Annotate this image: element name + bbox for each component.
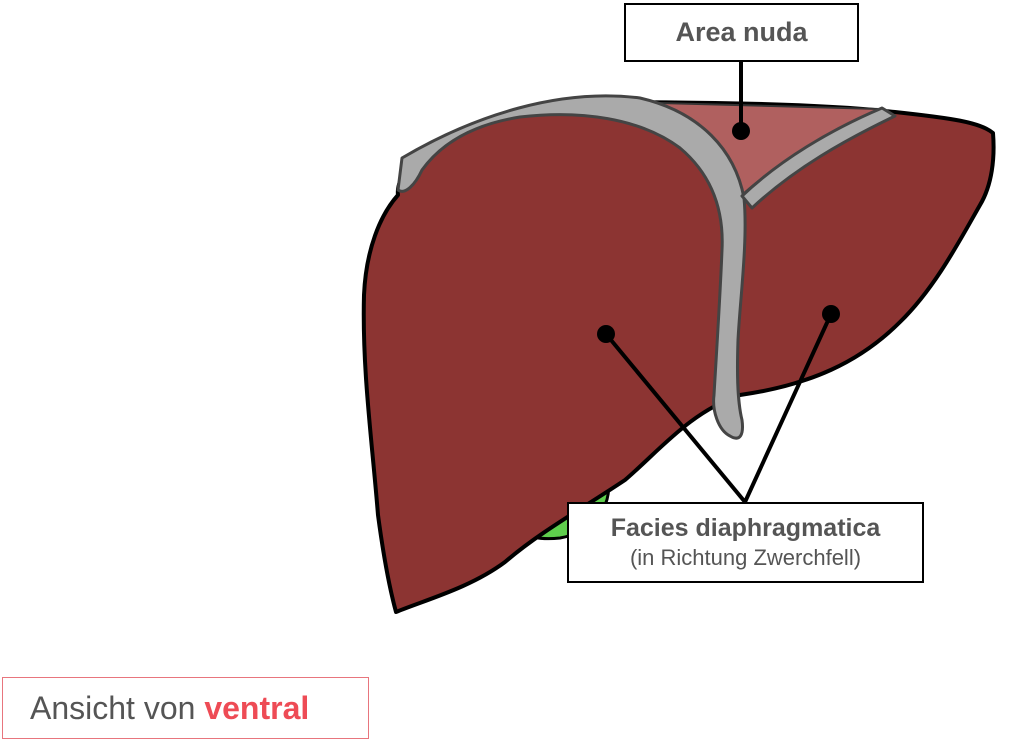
facies-pointer-dot-left [597,325,615,343]
facies-subtitle: (in Richtung Zwerchfell) [629,545,862,570]
facies-diaphragmatica-label: Facies diaphragmatica (in Richtung Zwerc… [567,502,924,583]
facies-pointer-dot-right [822,305,840,323]
view-orientation-label: Ansicht von ventral [2,677,369,739]
ligament [396,94,747,440]
area-nuda-pointer-dot [732,122,750,140]
area-nuda-label: Area nuda [624,3,859,62]
facies-pointer-line-left [604,332,747,504]
facies-pointer-line-right [743,313,833,503]
facies-title: Facies diaphragmatica [610,514,881,542]
view-highlight: ventral [204,690,310,726]
area-nuda-text: Area nuda [675,17,808,47]
ligament-right-branch [740,106,897,210]
view-prefix: Ansicht von [30,690,196,726]
